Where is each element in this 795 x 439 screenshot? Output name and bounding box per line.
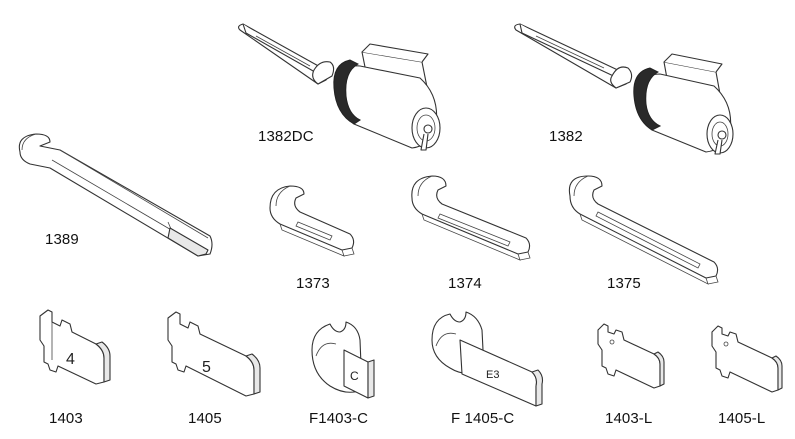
label-1389: 1389 bbox=[45, 231, 79, 248]
tool-1382-drawing bbox=[514, 23, 734, 155]
label-1374: 1374 bbox=[448, 275, 482, 292]
tool-1403-l-drawing bbox=[597, 323, 665, 389]
tool-1382dc-drawing bbox=[238, 23, 441, 151]
label-1405-l: 1405-L bbox=[718, 410, 766, 427]
label-1405: 1405 bbox=[188, 410, 222, 427]
blade-1382dc bbox=[238, 23, 335, 85]
lock-cylinder-1382dc bbox=[333, 43, 441, 151]
label-1403-l: 1403-L bbox=[605, 410, 653, 427]
tool-1375-drawing bbox=[568, 175, 719, 285]
lock-cylinder-1382 bbox=[633, 53, 734, 155]
blade-1382 bbox=[514, 23, 633, 89]
tool-f1405-c-mark: E3 bbox=[486, 369, 499, 381]
tool-1405-l-drawing bbox=[711, 325, 783, 393]
label-1382: 1382 bbox=[549, 128, 583, 145]
tool-1403-mark: 4 bbox=[66, 351, 75, 368]
tool-1405-drawing: 5 bbox=[167, 311, 261, 397]
label-f1405-c: F 1405-C bbox=[451, 410, 515, 427]
tool-1403-drawing: 4 bbox=[39, 309, 111, 385]
label-1375: 1375 bbox=[607, 275, 641, 292]
tool-1373-drawing bbox=[269, 185, 355, 257]
tool-f1403-c-drawing: C bbox=[311, 321, 375, 399]
tool-1405-mark: 5 bbox=[202, 359, 211, 376]
tool-f1403-c-mark: C bbox=[350, 369, 359, 383]
label-1403: 1403 bbox=[49, 410, 83, 427]
label-1382dc: 1382DC bbox=[258, 128, 314, 145]
tool-f1405-c-drawing: E3 bbox=[431, 311, 544, 407]
label-1373: 1373 bbox=[296, 275, 330, 292]
label-f1403-c: F1403-C bbox=[309, 410, 369, 427]
tool-1374-drawing bbox=[411, 175, 531, 261]
tool-1389-drawing bbox=[18, 133, 213, 257]
